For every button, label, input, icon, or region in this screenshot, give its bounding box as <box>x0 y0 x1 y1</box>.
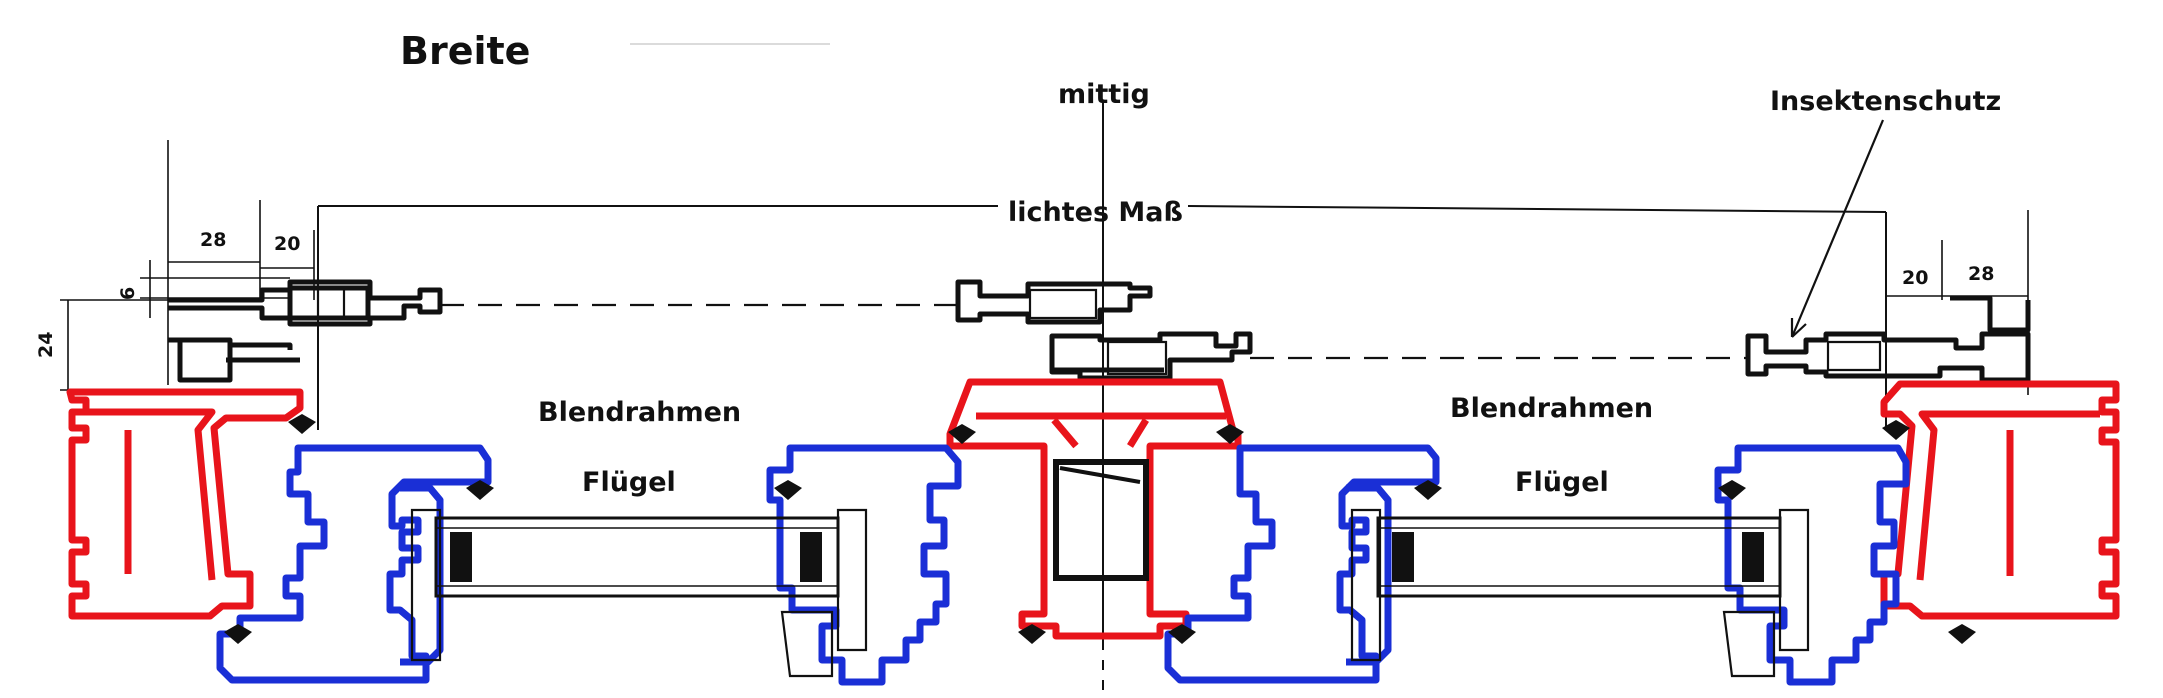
dim-right-20: 20 <box>1902 267 1928 289</box>
screen-profile-middle-lower <box>1049 331 1253 381</box>
insect-screen-pointer <box>1790 119 1885 338</box>
insect-screen-label: Insektenschutz <box>1770 86 2001 117</box>
sash-right-outer <box>1714 444 1910 686</box>
fluegel-left-label: Flügel <box>582 467 676 498</box>
blendrahmen-left-label: Blendrahmen <box>538 397 741 428</box>
glass-right <box>1376 516 1782 598</box>
dim-left-24: 24 <box>35 332 57 358</box>
clear-dimension-label: lichtes Maß <box>1008 197 1183 228</box>
frame-mullion-inner <box>976 412 1226 449</box>
frame-left <box>66 388 304 620</box>
glazing-units <box>410 508 1810 678</box>
sash-left-inner <box>400 484 444 666</box>
frame-right <box>1880 380 2120 620</box>
frame-right-inner <box>1916 410 2100 581</box>
clear-dimension-line-right <box>1187 205 1887 213</box>
sash-profiles <box>216 444 1910 686</box>
screen-profile-middle-upper <box>955 279 1153 325</box>
gaskets <box>224 414 1976 644</box>
frame-mullion <box>946 378 1242 640</box>
sash-center-left <box>766 444 962 686</box>
frame-left-inner <box>86 408 216 581</box>
title: Breite <box>400 29 530 73</box>
dim-left-28: 28 <box>200 229 226 251</box>
insect-screen-arrowhead <box>1790 318 1807 338</box>
dim-left-6: 6 <box>117 287 139 300</box>
left-dimensions: 28 20 6 24 <box>35 140 315 391</box>
mullion-steel-insert <box>1053 459 1149 581</box>
sash-center-right <box>1164 444 1440 684</box>
screen-profile-right <box>1745 331 2031 383</box>
insect-screen-profiles <box>168 279 2031 383</box>
sash-right-inner <box>1346 484 1392 666</box>
blendrahmen-right-label: Blendrahmen <box>1450 393 1653 424</box>
fluegel-right-label: Flügel <box>1515 467 1609 498</box>
dim-left-20: 20 <box>274 233 300 255</box>
dim-right-28: 28 <box>1968 263 1994 285</box>
sash-left-outer <box>216 444 492 684</box>
